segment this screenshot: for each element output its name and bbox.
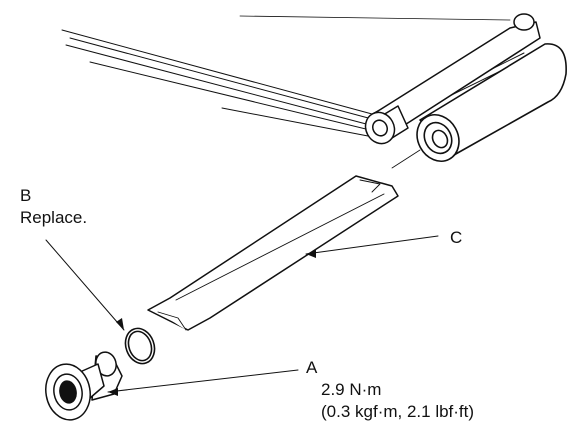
label-a-letter: A	[306, 358, 318, 377]
condenser-header	[360, 14, 540, 149]
leader-arrowheads	[108, 250, 316, 396]
label-b-note: Replace.	[20, 208, 88, 227]
o-ring	[121, 324, 160, 367]
alignment-centerline	[392, 150, 420, 168]
arrowhead-a	[108, 388, 118, 396]
desiccant-bag	[148, 176, 398, 330]
leader-b	[46, 240, 124, 330]
leader-a	[108, 370, 298, 392]
label-c-letter: C	[450, 228, 463, 247]
filter-plug	[41, 350, 122, 424]
label-a-torque: 2.9 N·m	[321, 380, 382, 399]
label-b-letter: B	[20, 186, 32, 205]
receiver-dryer-tank	[409, 44, 566, 169]
label-a-torque-alt: (0.3 kgf·m, 2.1 lbf·ft)	[321, 402, 475, 421]
leader-c	[306, 236, 438, 254]
arrowhead-c	[306, 250, 316, 258]
leader-lines	[46, 236, 438, 392]
arrowhead-b	[116, 318, 124, 330]
